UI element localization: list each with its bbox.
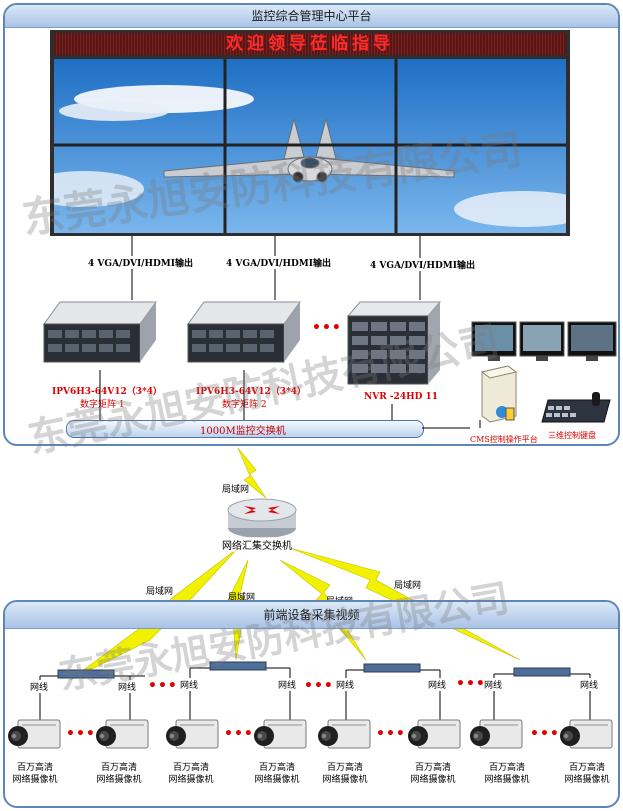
matrix-1-name: 数字矩阵 1 (80, 400, 125, 410)
video-wall: 欢迎领导莅临指导 (50, 30, 570, 236)
camera-ellipsis-2: ••• (224, 726, 254, 742)
switch-ellipsis-1: ••• (148, 678, 178, 694)
jet-icon (163, 118, 455, 183)
camera-label-5: 百万高清网络摄像机 (322, 763, 368, 785)
matrix-server-2-icon (187, 301, 301, 363)
cms-workstation-icon (471, 321, 617, 423)
led-banner: 欢迎领导莅临指导 (54, 33, 566, 55)
camera-label-3: 百万高清网络摄像机 (168, 763, 214, 785)
camera-ellipsis-3: ••• (376, 726, 406, 742)
cable-label-8: 网线 (580, 678, 599, 691)
output-label-2: 4 VGA/DVI/HDMI输出 (226, 256, 331, 269)
camera-label-2: 百万高清网络摄像机 (96, 763, 142, 785)
camera-label-1: 百万高清网络摄像机 (12, 763, 58, 785)
control-center-title: 监控综合管理中心平台 (5, 5, 618, 28)
camera-label-6: 百万高清网络摄像机 (410, 763, 456, 785)
camera-label-4: 百万高清网络摄像机 (254, 763, 300, 785)
wall-screens (54, 59, 566, 233)
wall-image (54, 59, 566, 233)
lan-label-1: 局域网 (146, 587, 174, 597)
nvr-server-icon (346, 301, 442, 385)
switch-ellipsis-3: ••• (456, 676, 486, 692)
camera-label-7: 百万高清网络摄像机 (484, 763, 530, 785)
devices-ellipsis: ••• (312, 320, 342, 336)
cable-label-7: 网线 (484, 678, 503, 691)
lan-label-top: 局域网 (222, 485, 250, 495)
access-switch-icons (57, 661, 571, 679)
cable-label-1: 网线 (30, 680, 49, 693)
lan-label-2: 局域网 (228, 593, 256, 603)
front-end-title: 前端设备采集视频 (5, 602, 618, 629)
monitor-switch-label: 1000M监控交换机 (200, 426, 286, 437)
led-banner-text: 欢迎领导莅临指导 (226, 34, 394, 54)
cable-label-3: 网线 (180, 678, 199, 691)
cable-label-5: 网线 (336, 678, 355, 691)
matrix-1-model: IPV6H3-64V12（3*4） (52, 387, 162, 397)
monitor-switch-bar (66, 420, 424, 438)
matrix-2-model: IPV6H3-64V12（3*4） (196, 387, 306, 397)
lan-label-4: 局域网 (394, 581, 422, 591)
camera-label-8: 百万高清网络摄像机 (564, 763, 610, 785)
keyboard-label: 三维控制键盘 (548, 431, 596, 440)
camera-ellipsis-4: ••• (530, 726, 560, 742)
output-label-1: 4 VGA/DVI/HDMI输出 (88, 256, 193, 269)
front-end-panel: 前端设备采集视频 (3, 600, 620, 808)
nvr-model: NVR -24HD 11 (364, 392, 439, 402)
cable-label-4: 网线 (278, 678, 297, 691)
core-switch-icon (227, 498, 297, 538)
cms-label: CMS控制操作平台 (470, 435, 538, 444)
cable-label-2: 网线 (118, 680, 137, 693)
output-label-3: 4 VGA/DVI/HDMI输出 (370, 258, 475, 271)
cable-label-6: 网线 (428, 678, 447, 691)
ptz-keyboard-icon (541, 392, 611, 423)
switch-ellipsis-2: ••• (304, 678, 334, 694)
core-switch-label: 网络汇集交换机 (222, 537, 292, 552)
camera-ellipsis-1: ••• (66, 726, 96, 742)
matrix-server-1-icon (43, 301, 157, 363)
